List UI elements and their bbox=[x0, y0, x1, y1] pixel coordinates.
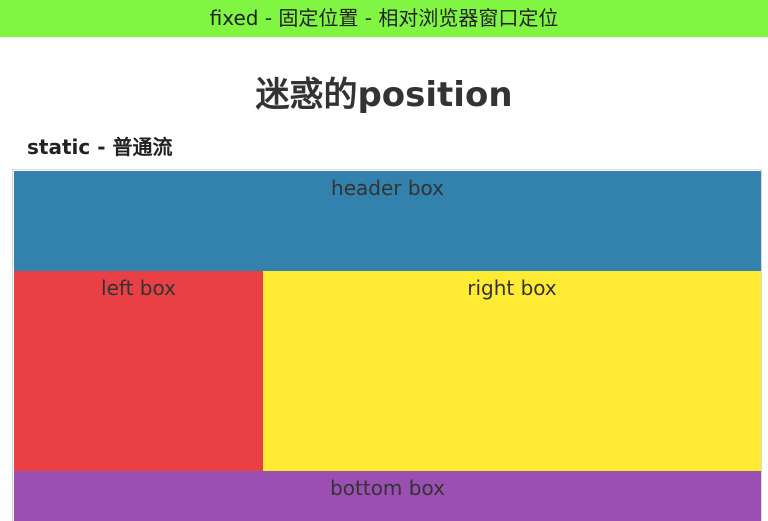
page-title: 迷惑的position bbox=[255, 75, 513, 115]
right-box: right box bbox=[263, 271, 761, 471]
bottom-box: bottom box bbox=[14, 471, 761, 521]
left-box: left box bbox=[14, 271, 263, 471]
static-layout-container: header box left box right box bottom box bbox=[12, 169, 762, 521]
section-title-static: static - 普通流 bbox=[27, 135, 173, 159]
header-box: header box bbox=[14, 171, 761, 271]
fixed-position-bar: fixed - 固定位置 - 相对浏览器窗口定位 bbox=[0, 0, 768, 37]
